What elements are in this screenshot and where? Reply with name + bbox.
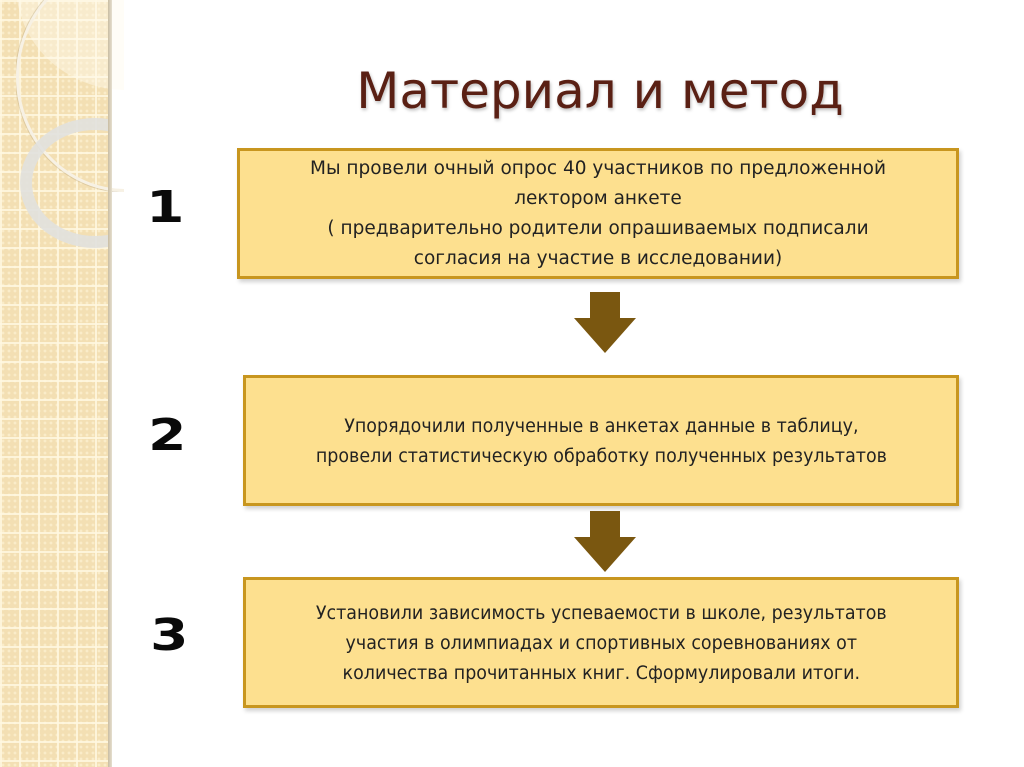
sidebar-edge bbox=[108, 0, 112, 767]
step-2-line: Упорядочили полученные в анкетах данные … bbox=[343, 414, 859, 437]
slide-title: Материал и метод bbox=[356, 62, 844, 120]
step-2-line: провели статистическую обработку получен… bbox=[315, 444, 887, 467]
step-1-line: лектором анкете bbox=[514, 187, 682, 209]
step-3-line: участия в олимпиадах и спортивных соревн… bbox=[345, 631, 857, 654]
step-1-line: согласия на участие в исследовании) bbox=[413, 247, 783, 269]
arrow-down-icon bbox=[574, 292, 636, 353]
arrow-down-icon bbox=[574, 511, 636, 572]
step-3-line: количества прочитанных книг. Сформулиров… bbox=[342, 661, 860, 684]
step-text-2: Упорядочили полученные в анкетах данные … bbox=[315, 411, 886, 471]
step-1-line: ( предварительно родители опрашиваемых п… bbox=[327, 217, 869, 239]
step-box-2: Упорядочили полученные в анкетах данные … bbox=[243, 375, 959, 506]
step-number-2: 2 bbox=[148, 410, 187, 461]
step-number-3: 3 bbox=[150, 610, 189, 661]
step-text-1: Мы провели очный опрос 40 участников по … bbox=[310, 154, 886, 274]
step-1-line: Мы провели очный опрос 40 участников по … bbox=[309, 157, 886, 179]
step-3-line: Установили зависимость успеваемости в шк… bbox=[315, 601, 887, 624]
step-box-1: Мы провели очный опрос 40 участников по … bbox=[237, 148, 959, 279]
step-number-1: 1 bbox=[146, 182, 185, 233]
step-box-3: Установили зависимость успеваемости в шк… bbox=[243, 577, 959, 708]
step-text-3: Установили зависимость успеваемости в шк… bbox=[316, 598, 887, 688]
